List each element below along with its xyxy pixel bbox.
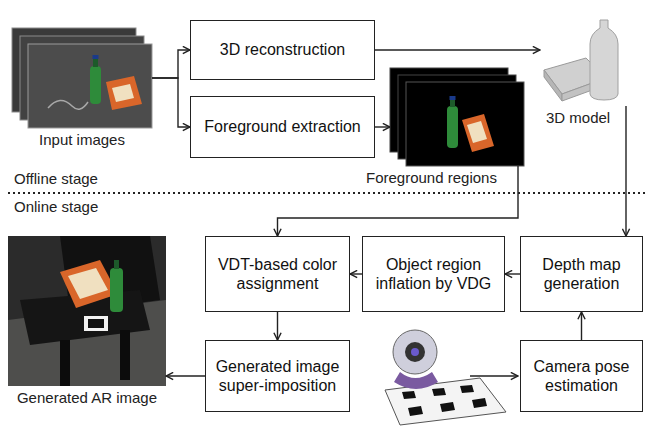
- model-render: [590, 20, 618, 100]
- webcam-and-marker-board: [402, 391, 416, 399]
- webcam-and-marker-board: [432, 388, 446, 396]
- ar-image: [8, 236, 166, 386]
- ar-image: [114, 260, 119, 269]
- model-render: [544, 20, 618, 101]
- image-caption: Generated AR image: [8, 389, 166, 406]
- ar-image: [60, 260, 118, 308]
- process-box: 3D reconstruction: [190, 20, 375, 80]
- webcam-and-marker-board: [472, 398, 487, 408]
- flow-arrow: [375, 126, 390, 127]
- foreground-image-stack: [450, 99, 455, 107]
- process-box: Object region inflation by VDG: [362, 236, 505, 312]
- foreground-image-stack: [450, 96, 456, 100]
- flow-arrow: [625, 106, 626, 236]
- ar-image: [68, 268, 108, 299]
- box-label: Generated image super-imposition: [212, 357, 343, 395]
- webcam-and-marker-board: [408, 406, 423, 416]
- stage-label: Offline stage: [14, 170, 98, 187]
- flow-arrow: [152, 50, 190, 78]
- camera-feed-arrow: [470, 375, 518, 376]
- image-caption: Input images: [12, 131, 152, 148]
- flow-arrow: [166, 375, 205, 376]
- flow-arrow: [278, 166, 519, 236]
- foreground-image-stack: [462, 114, 494, 152]
- input-image-stack: [90, 66, 101, 104]
- process-box: Depth map generation: [520, 236, 643, 312]
- flow-arrow: [375, 49, 540, 50]
- ar-image: [8, 236, 166, 386]
- input-image: Input images: [12, 28, 152, 128]
- process-box: VDT-based color assignment: [205, 236, 350, 312]
- input-image-stack: [28, 44, 152, 128]
- stage-label: Online stage: [14, 198, 98, 215]
- image-caption: 3D model: [546, 109, 610, 126]
- box-label: 3D reconstruction: [197, 40, 368, 59]
- process-box: Camera pose estimation: [520, 340, 643, 412]
- webcam-and-marker-board: [411, 348, 419, 356]
- box-label: Foreground extraction: [197, 117, 368, 136]
- flow-arrow: [350, 273, 362, 274]
- flow-arrow: [152, 78, 190, 127]
- webcam-and-marker-board: [440, 402, 455, 412]
- box-label: Object region inflation by VDG: [369, 255, 498, 293]
- flow-arrow: [277, 312, 278, 340]
- input-image-stack: [12, 28, 152, 128]
- input-image-stack: [106, 76, 142, 110]
- ar-image: [60, 340, 70, 386]
- output-image: Generated AR image: [8, 236, 166, 386]
- webcam-and-marker-board: [385, 330, 506, 425]
- ar-image: [84, 316, 108, 331]
- foreground-image-stack: [390, 68, 524, 166]
- webcam-and-marker-board: [393, 330, 437, 374]
- model-image: 3D model: [540, 14, 632, 106]
- input-image-stack: [93, 55, 99, 59]
- input-image-stack: [93, 58, 98, 67]
- foreground-image-stack: [447, 106, 458, 148]
- stage-separator: [8, 192, 646, 194]
- foreground-image: Foreground regions: [390, 68, 524, 166]
- webcam-and-marker-board: [394, 372, 438, 389]
- webcam-and-marker-board: [460, 385, 474, 393]
- process-box: Foreground extraction: [190, 96, 375, 158]
- flow-arrow: [505, 273, 520, 274]
- ar-image: [120, 330, 130, 380]
- box-label: Depth map generation: [527, 255, 636, 293]
- input-image-stack: [112, 84, 134, 102]
- box-label: VDT-based color assignment: [212, 255, 343, 293]
- flow-arrow: [581, 312, 582, 340]
- box-label: Camera pose estimation: [527, 357, 636, 395]
- process-box: Generated image super-imposition: [205, 340, 350, 412]
- model-render: [544, 70, 562, 101]
- ar-image: [60, 236, 160, 312]
- image-caption: Foreground regions: [366, 169, 497, 186]
- foreground-image-stack: [406, 82, 524, 166]
- ar-image: [88, 319, 104, 328]
- webcam-and-marker-board: [405, 342, 425, 362]
- input-image-stack: [48, 100, 88, 109]
- foreground-image-stack: [467, 121, 487, 143]
- ar-image: [110, 268, 123, 312]
